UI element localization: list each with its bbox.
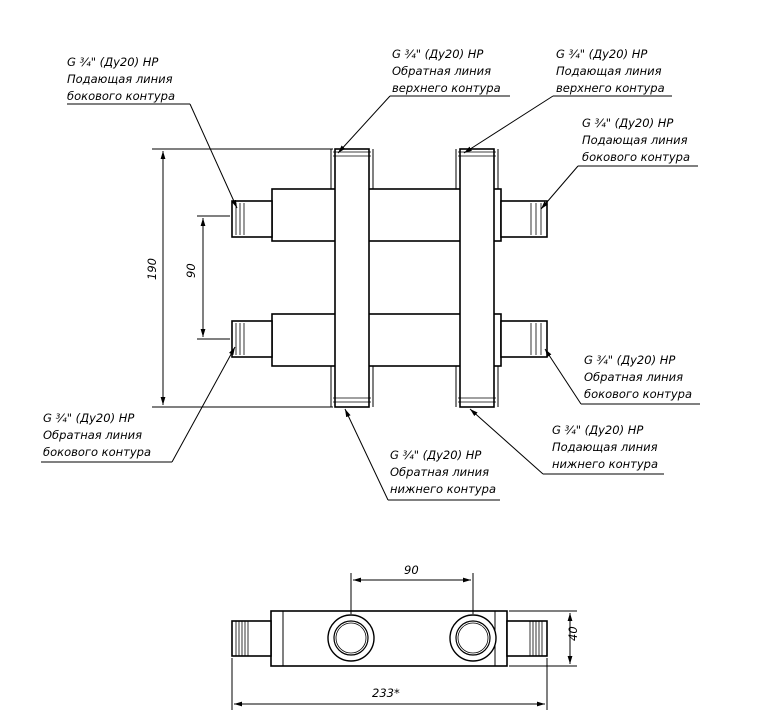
right-vertical-pipe xyxy=(455,148,499,408)
leader-top-return xyxy=(337,95,510,154)
svg-text:G ¾" (Ду20) НР: G ¾" (Ду20) НР xyxy=(43,411,134,425)
dimension-233: 233* xyxy=(231,658,548,710)
top-view-right-thread xyxy=(506,620,548,657)
leader-top-supply xyxy=(463,95,672,154)
svg-text:G ¾" (Ду20) НР: G ¾" (Ду20) НР xyxy=(390,448,481,462)
right-upper-nozzle xyxy=(500,200,548,238)
svg-text:G ¾" (Ду20) НР: G ¾" (Ду20) НР xyxy=(67,55,158,69)
dimension-40: 40 xyxy=(509,610,580,667)
nozzle-spacing-label: 90 xyxy=(404,563,419,577)
callout-bottom-supply: G ¾" (Ду20) НР Подающая линия нижнего ко… xyxy=(552,423,658,471)
top-view-right-port xyxy=(449,614,497,662)
svg-text:бокового контура: бокового контура xyxy=(584,387,692,401)
svg-text:нижнего контура: нижнего контура xyxy=(552,457,658,471)
svg-text:Обратная линия: Обратная линия xyxy=(392,64,491,78)
top-view-left-port xyxy=(327,614,375,662)
svg-text:Подающая линия: Подающая линия xyxy=(582,133,688,147)
svg-text:верхнего контура: верхнего контура xyxy=(556,81,665,95)
svg-text:бокового контура: бокового контура xyxy=(43,445,151,459)
svg-text:Обратная линия: Обратная линия xyxy=(390,465,489,479)
callout-bottom-return: G ¾" (Ду20) НР Обратная линия нижнего ко… xyxy=(390,448,496,496)
leader-side-supply-right xyxy=(540,165,698,210)
svg-text:верхнего контура: верхнего контура xyxy=(392,81,501,95)
svg-text:Подающая линия: Подающая линия xyxy=(552,440,658,454)
leader-bottom-return xyxy=(344,408,500,501)
body-height-label: 40 xyxy=(566,626,580,641)
callout-side-supply-left: G ¾" (Ду20) НР Подающая линия бокового к… xyxy=(67,55,175,103)
leader-side-supply-left xyxy=(67,103,238,209)
svg-text:Обратная линия: Обратная линия xyxy=(43,428,142,442)
leader-side-return-right xyxy=(544,348,700,405)
svg-text:G ¾" (Ду20) НР: G ¾" (Ду20) НР xyxy=(552,423,643,437)
svg-text:G ¾" (Ду20) НР: G ¾" (Ду20) НР xyxy=(556,47,647,61)
leader-side-return-left xyxy=(41,346,236,463)
svg-text:бокового контура: бокового контура xyxy=(67,89,175,103)
svg-text:G ¾" (Ду20) НР: G ¾" (Ду20) НР xyxy=(582,116,673,130)
left-lower-nozzle xyxy=(231,320,273,358)
dimension-90-horizontal: 90 xyxy=(350,563,474,614)
left-vertical-pipe xyxy=(330,148,374,408)
callout-side-return-right: G ¾" (Ду20) НР Обратная линия бокового к… xyxy=(584,353,692,401)
svg-text:бокового контура: бокового контура xyxy=(582,150,690,164)
svg-text:Подающая линия: Подающая линия xyxy=(67,72,173,86)
svg-text:Обратная линия: Обратная линия xyxy=(584,370,683,384)
top-view: 90 40 233* xyxy=(231,563,580,710)
svg-text:Подающая линия: Подающая линия xyxy=(556,64,662,78)
left-upper-nozzle xyxy=(231,200,273,238)
top-view-left-thread xyxy=(231,620,272,657)
svg-text:нижнего контура: нижнего контура xyxy=(390,482,496,496)
overall-height-label: 190 xyxy=(145,258,159,280)
inner-spacing-label: 90 xyxy=(184,263,198,278)
right-lower-nozzle xyxy=(500,320,548,358)
callout-side-return-left: G ¾" (Ду20) НР Обратная линия бокового к… xyxy=(43,411,151,459)
callout-side-supply-right: G ¾" (Ду20) НР Подающая линия бокового к… xyxy=(582,116,690,164)
front-view: 190 90 xyxy=(41,47,700,501)
dimension-190: 190 xyxy=(145,148,333,408)
callout-top-return: G ¾" (Ду20) НР Обратная линия верхнего к… xyxy=(392,47,501,95)
svg-text:G ¾" (Ду20) НР: G ¾" (Ду20) НР xyxy=(392,47,483,61)
callout-top-supply: G ¾" (Ду20) НР Подающая линия верхнего к… xyxy=(556,47,665,95)
leader-bottom-supply xyxy=(469,408,664,475)
svg-text:G ¾" (Ду20) НР: G ¾" (Ду20) НР xyxy=(584,353,675,367)
dimension-90-vertical: 90 xyxy=(184,215,230,340)
overall-length-label: 233* xyxy=(372,686,400,700)
